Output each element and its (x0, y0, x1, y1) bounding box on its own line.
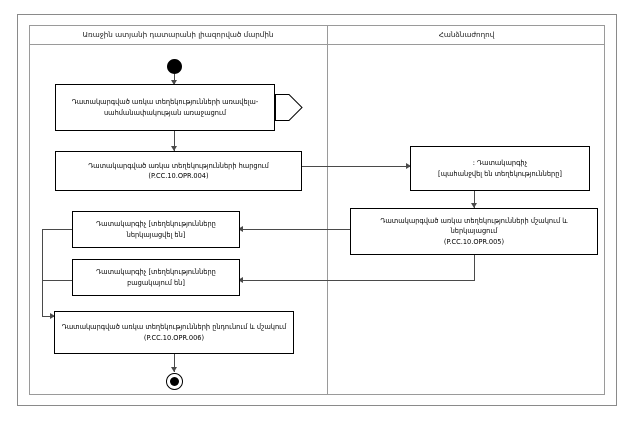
activity-node-3-code: (P.CC.10.OPR.005) (443, 237, 505, 246)
flow-activity4-to-final (174, 354, 175, 372)
flow-activity3-to-presented (240, 229, 350, 230)
flow-absent-to-rail (42, 280, 72, 281)
arrowhead-final (171, 367, 177, 372)
arrowhead-activity3 (471, 203, 477, 208)
object-state-presented[interactable]: Դատակարգիչ [տեղեկությունները ներկայացվել… (72, 211, 240, 248)
activity-node-2-code: (P.CC.10.OPR.004) (148, 172, 209, 180)
arrowhead-activity1 (171, 80, 177, 85)
object-state-guard-line1: : Դատակարգիչ (472, 159, 528, 168)
object-state-absent-line2: բացակայում են] (127, 278, 185, 287)
activity-node-1-line1: Դատակարգված առկա տեղեկությունների առավել… (71, 98, 259, 107)
activity-node-1[interactable]: Դատակարգված առկա տեղեկությունների առավել… (55, 84, 275, 131)
object-state-presented-line2: ներկայացվել են] (126, 230, 186, 239)
arrowhead-guard (406, 163, 411, 169)
flow-initial-to-activity1 (174, 74, 175, 84)
merge-rail-vertical (42, 229, 43, 316)
flow-guard-to-activity3 (474, 191, 475, 208)
final-node (166, 373, 183, 390)
object-state-guard[interactable]: : Դատակարգիչ [պահանջվել են տեղեկությունն… (410, 146, 590, 191)
merge-rail-to-activity4 (42, 316, 54, 317)
object-state-presented-line1: Դատակարգիչ [տեղեկությունները (96, 220, 216, 229)
send-signal-icon (275, 94, 303, 121)
activity-node-4-code: (P.CC.10.OPR.006) (143, 333, 205, 342)
activity-node-2-line1: Դատակարգված առկա տեղեկությունների հարցու… (88, 161, 269, 170)
flow-activity2-to-guard (302, 166, 410, 167)
activity-node-3[interactable]: Դատակարգված առկա տեղեկությունների մշակու… (350, 208, 598, 255)
swimlane-header-row: Առաջին ատյանի դատարանի լիազորված մարմին … (29, 25, 605, 45)
swimlane-header-left: Առաջին ատյանի դատարանի լիազորված մարմին (82, 30, 274, 39)
arrowhead-activity4 (50, 313, 55, 319)
arrowhead-absent (238, 277, 243, 283)
activity-node-2[interactable]: Դատակարգված առկա տեղեկությունների հարցու… (55, 151, 302, 191)
object-state-guard-line2: [պահանջվել են տեղեկությունները] (438, 169, 562, 178)
activity-node-4-line1: Դատակարգված առկա տեղեկությունների ընդուն… (61, 323, 287, 332)
swimlane-divider (327, 45, 328, 395)
flow-activity3-to-absent (240, 280, 475, 281)
activity-node-1-line2: սահմանափակության առաջացում (103, 108, 227, 117)
swimlane-header-right: Հանձնաժողով (327, 25, 605, 45)
object-state-absent[interactable]: Դատակարգիչ [տեղեկությունները բացակայում … (72, 259, 240, 296)
arrowhead-presented (238, 226, 243, 232)
object-state-absent-line1: Դատակարգիչ [տեղեկությունները (96, 268, 216, 277)
flow-activity3-down (474, 255, 475, 280)
activity-node-4[interactable]: Դատակարգված առկա տեղեկությունների ընդուն… (54, 311, 294, 354)
flow-presented-to-rail (42, 229, 72, 230)
activity-node-3-line1: Դատակարգված առկա տեղեկությունների մշակու… (380, 217, 568, 236)
arrowhead-activity2 (171, 146, 177, 151)
flow-activity1-to-activity2 (174, 131, 175, 151)
initial-node (167, 59, 182, 74)
